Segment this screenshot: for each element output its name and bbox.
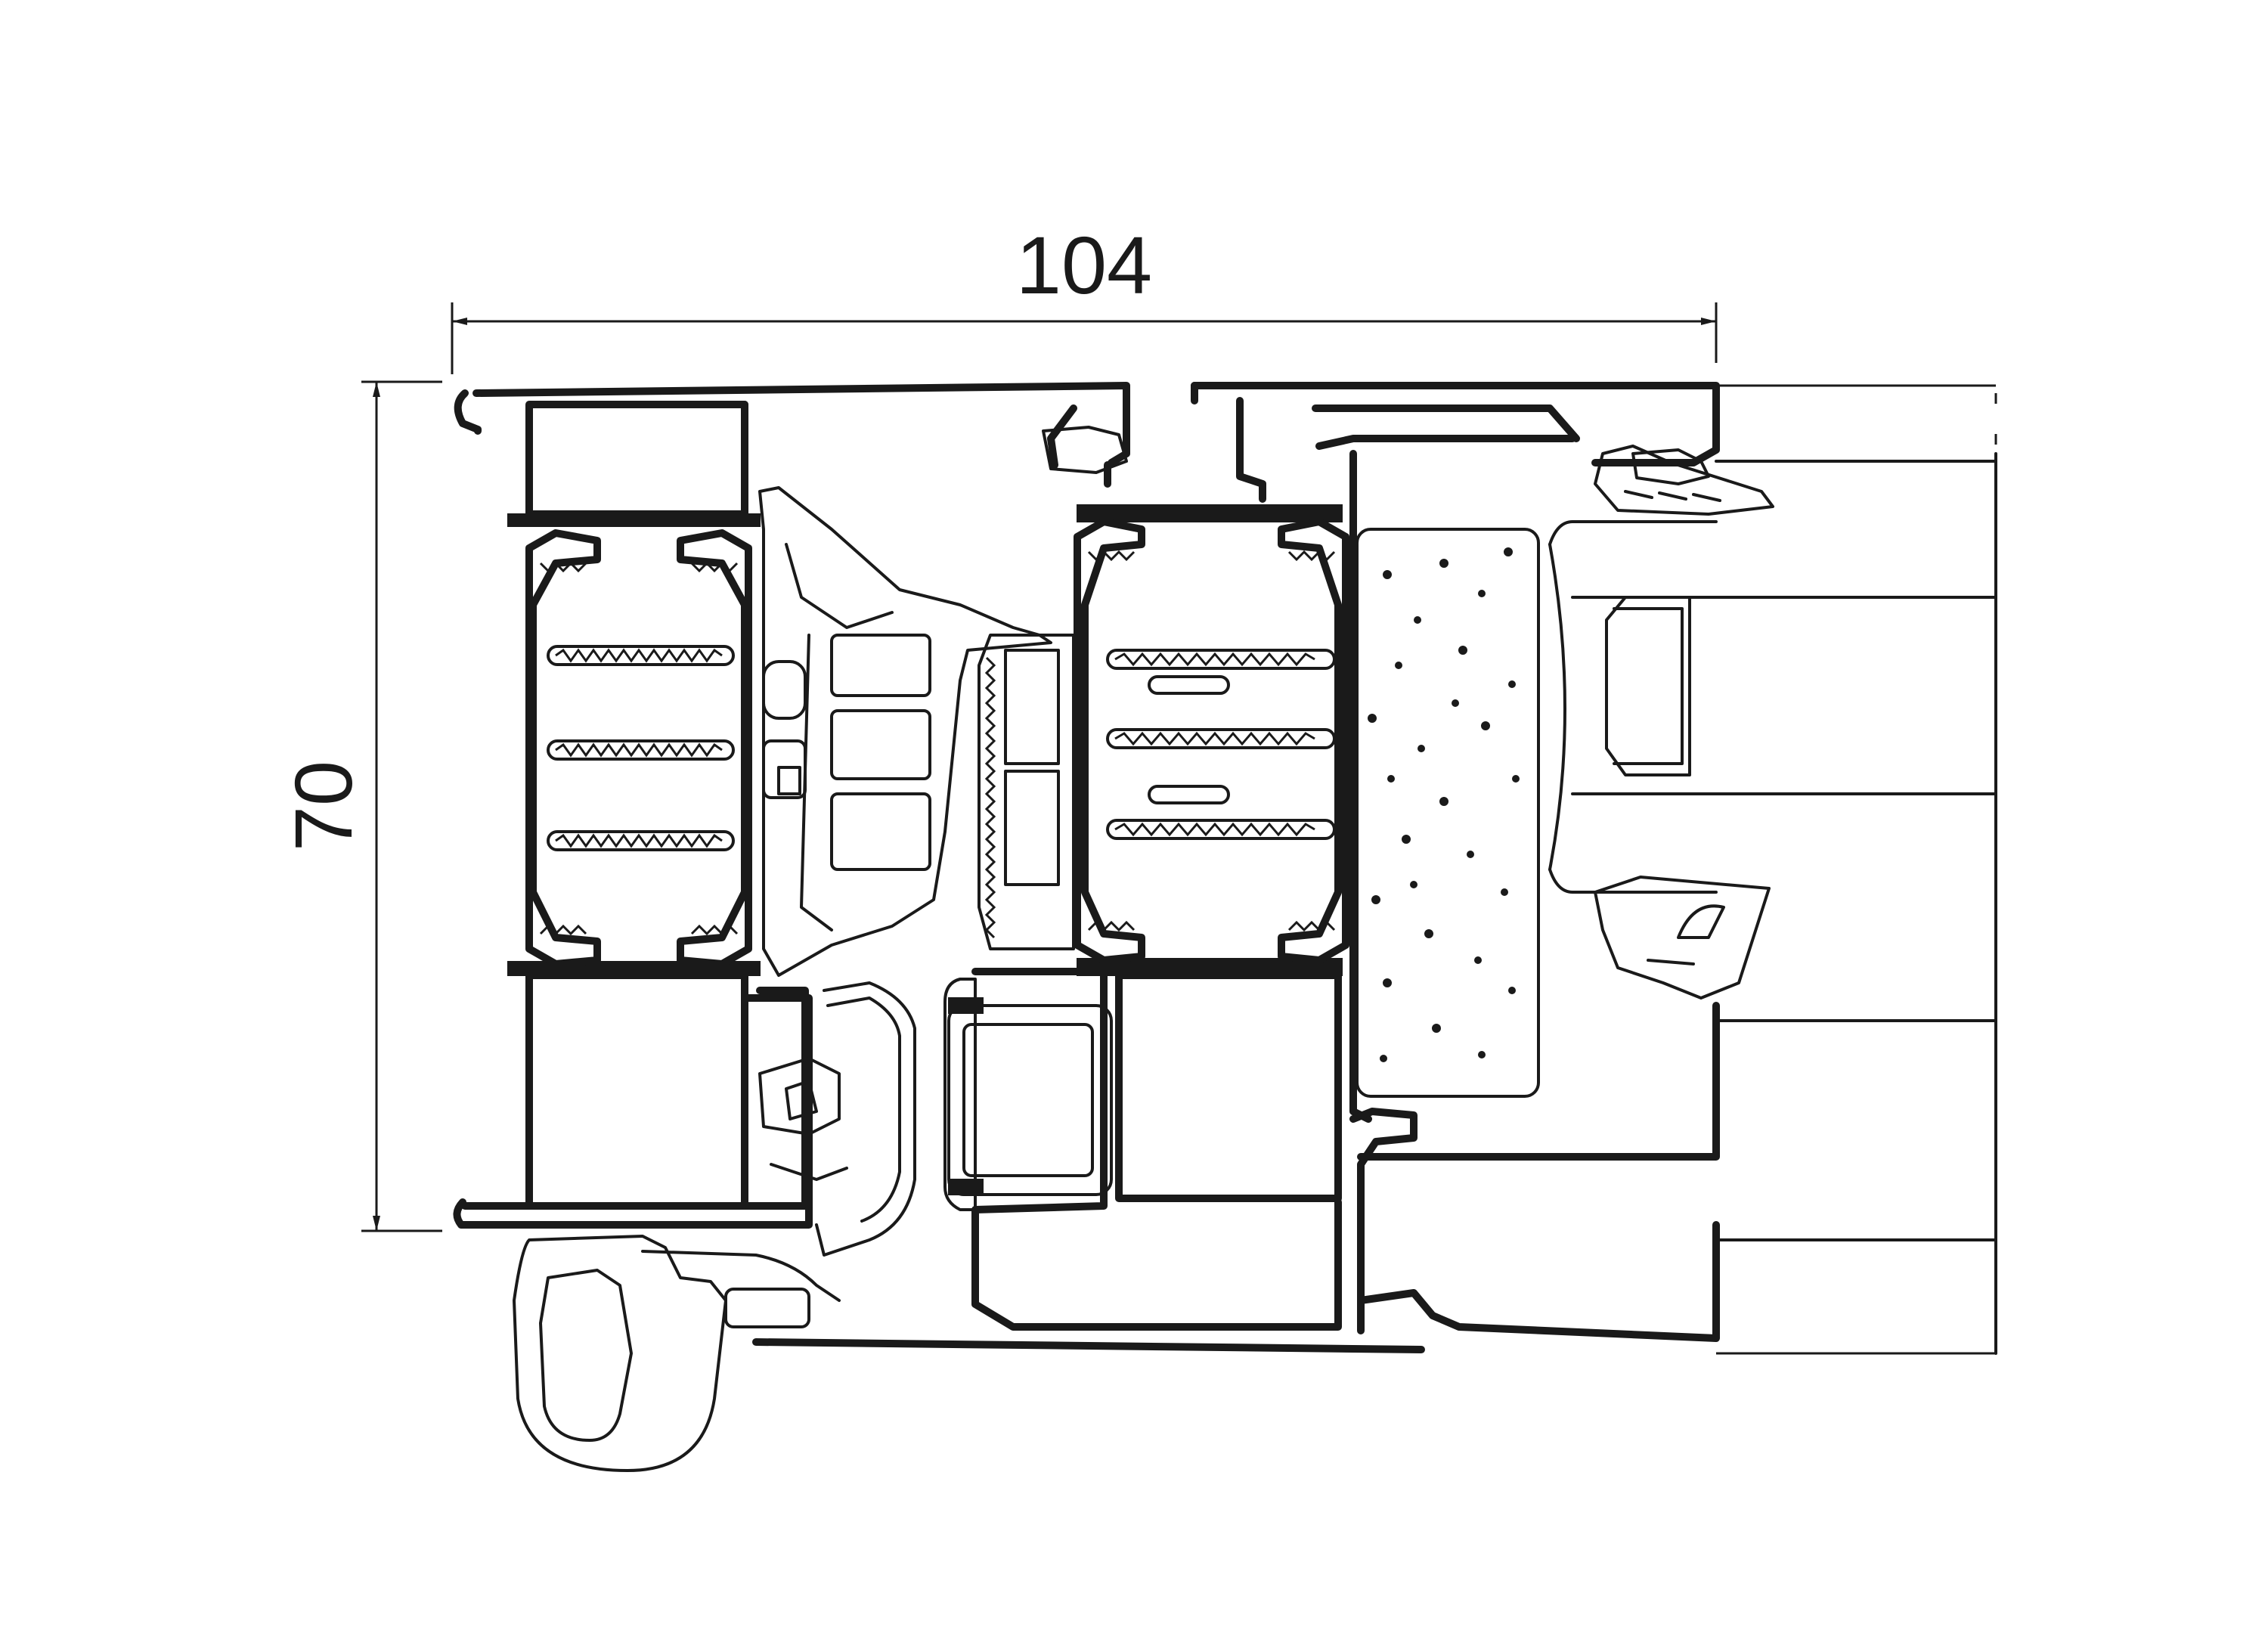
sash-profile bbox=[752, 382, 1720, 1353]
left-insulating-strips bbox=[547, 645, 735, 851]
left-thermal-break bbox=[525, 529, 807, 968]
outer-frame-profile bbox=[453, 382, 1130, 1229]
lower-hardware bbox=[756, 981, 916, 1257]
height-dimension-label: 70 bbox=[277, 761, 369, 851]
right-insulating-strips bbox=[1106, 649, 1336, 840]
glass-unit bbox=[1042, 426, 1997, 1355]
bottom-weather-seal bbox=[513, 1235, 841, 1472]
insulation-dots bbox=[1368, 547, 1520, 1062]
width-dimension-label: 104 bbox=[1016, 219, 1152, 311]
center-gasket bbox=[758, 486, 1052, 977]
dimension-width: 104 bbox=[451, 219, 1718, 374]
lock-hardware bbox=[943, 978, 1113, 1211]
insulation-panel bbox=[1356, 528, 1540, 1098]
cut-edge-lines bbox=[1716, 384, 1997, 1355]
dimension-height: 70 bbox=[277, 380, 442, 1232]
right-thermal-break bbox=[978, 518, 1349, 964]
